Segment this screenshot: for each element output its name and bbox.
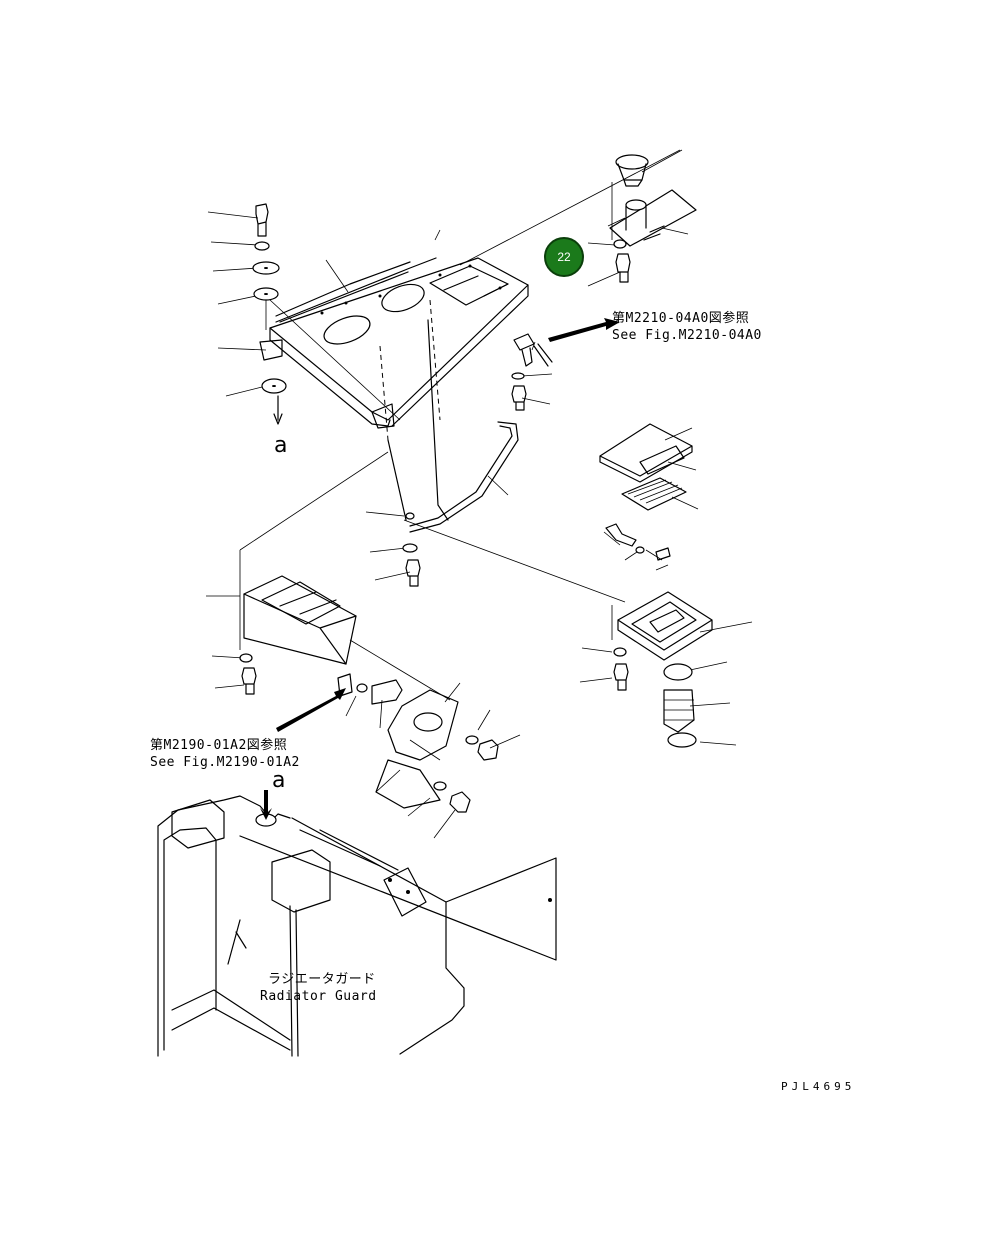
a-pointer-arrow xyxy=(260,790,272,820)
leader-lines xyxy=(206,149,753,839)
figure-id: PJL4695 xyxy=(781,1080,856,1093)
reference-top-en: See Fig.M2210-04A0 xyxy=(612,328,762,343)
reference-top-jp: 第M2210-04A0図参照 xyxy=(612,311,750,326)
radiator-guard-en: Radiator Guard xyxy=(260,989,377,1004)
marker-a-top: a xyxy=(274,433,288,458)
breather-cap-assembly xyxy=(609,154,697,283)
drain-pipe xyxy=(402,421,519,587)
reference-bottom-jp: 第M2190-01A2図参照 xyxy=(150,738,288,753)
mounting-plates xyxy=(337,673,499,813)
left-fastener-stack xyxy=(252,203,287,425)
marker-a-bottom: a xyxy=(272,768,286,793)
reference-bottom-en: See Fig.M2190-01A2 xyxy=(150,755,300,770)
duct-box xyxy=(239,575,357,695)
callout-22[interactable]: 22 xyxy=(544,237,584,277)
reference-arrow-bottom xyxy=(276,688,346,732)
assembly-lines xyxy=(239,299,626,761)
radiator-guard-frame xyxy=(157,795,557,1057)
top-support-frame xyxy=(259,257,529,521)
radiator-guard-jp: ラジエータガード xyxy=(268,972,376,987)
reference-arrow-top xyxy=(548,318,620,342)
hose-clamp-bracket xyxy=(511,333,553,411)
filter-cover-assembly xyxy=(599,423,713,748)
